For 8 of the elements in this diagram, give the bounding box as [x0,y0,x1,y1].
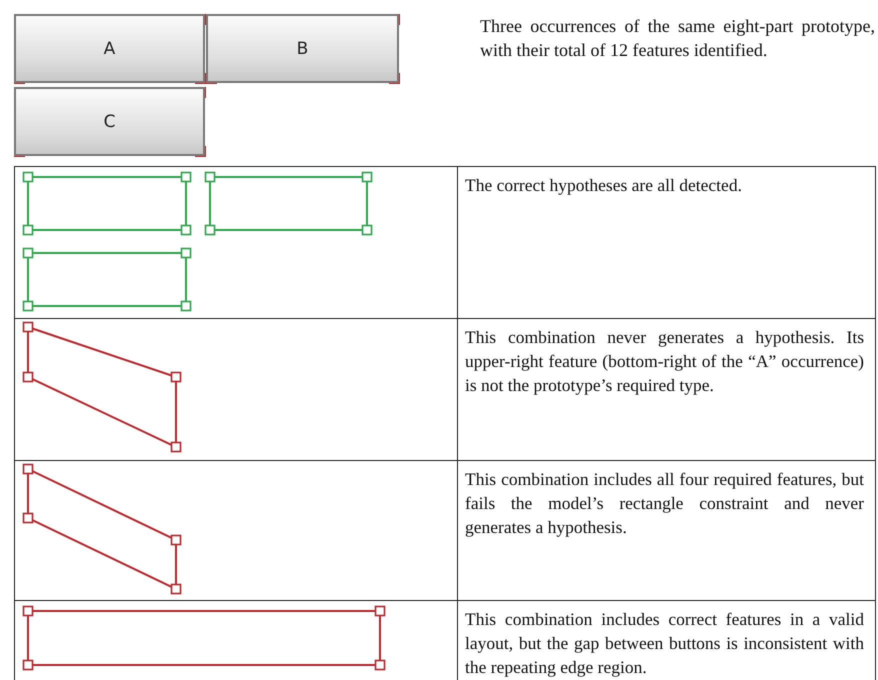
button-drawing: A [14,14,205,83]
table-cell-text: The correct hypotheses are all detected. [465,174,743,197]
description-text: Three occurrences of the same eight-part prototype, with their total of 12 features identified. [480,15,875,62]
table-cell-text: This combination includes all four required features, but fails the model’s rectangle constraint and never generates a hypothesis. [465,468,864,539]
table-cell-text: This combination never generates a hypothesis. Its upper-right feature (bottom-right of the “A” occurrence) is not the prototype’s required type. [465,326,864,397]
table-cell-text: This combination includes correct features in a valid layout, but the gap between buttons is inconsistent with the repeating edge region. [465,608,864,679]
button-drawing: B [206,14,399,83]
button-drawing: C [14,87,205,156]
